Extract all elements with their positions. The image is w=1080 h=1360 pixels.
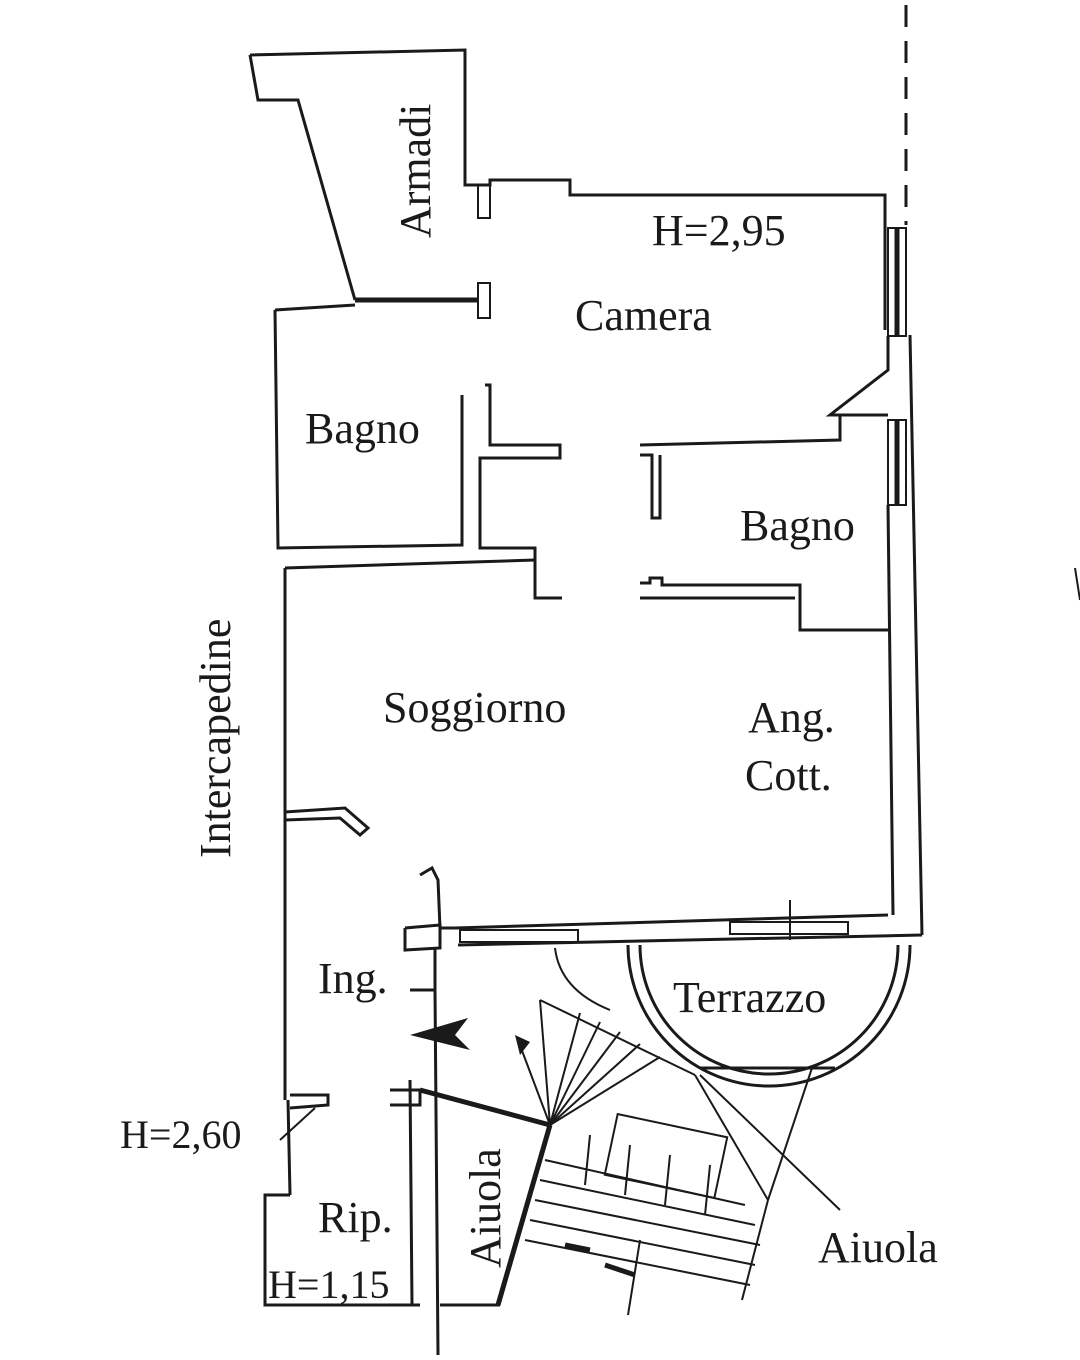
terrazzo-outline [554, 944, 912, 1088]
bagno-left-walls [273, 303, 562, 600]
ang-cott-label-line1: Ang. [748, 693, 835, 742]
entrance-height-label: H=2,60 [120, 1112, 241, 1157]
aiuola-right-label: Aiuola [818, 1223, 938, 1272]
bagno-left-label: Bagno [305, 404, 420, 453]
staircase [419, 999, 841, 1316]
ang-cott-label-line2: Cott. [745, 751, 832, 800]
ripostiglio-label: Rip. [318, 1193, 393, 1242]
exterior-walls [248, 48, 924, 936]
entrance-walls [263, 923, 470, 1356]
main-height-label: H=2,95 [652, 206, 786, 255]
ingresso-label: Ing. [318, 954, 388, 1003]
aiuola-left-label: Aiuola [461, 1148, 510, 1268]
armadi-label: Armadi [391, 104, 440, 238]
soggiorno-walls [283, 558, 923, 1100]
entry-arrow-icon [410, 1018, 470, 1050]
edge-fragment [1074, 567, 1080, 601]
bagno-right-walls [639, 413, 888, 632]
soggiorno-label: Soggiorno [383, 683, 566, 732]
intercapedine-label: Intercapedine [191, 619, 240, 858]
storage-height-label: H=1,15 [268, 1262, 389, 1307]
terrazzo-label: Terrazzo [673, 973, 826, 1022]
camera-label: Camera [575, 291, 712, 340]
bagno-right-label: Bagno [740, 501, 855, 550]
